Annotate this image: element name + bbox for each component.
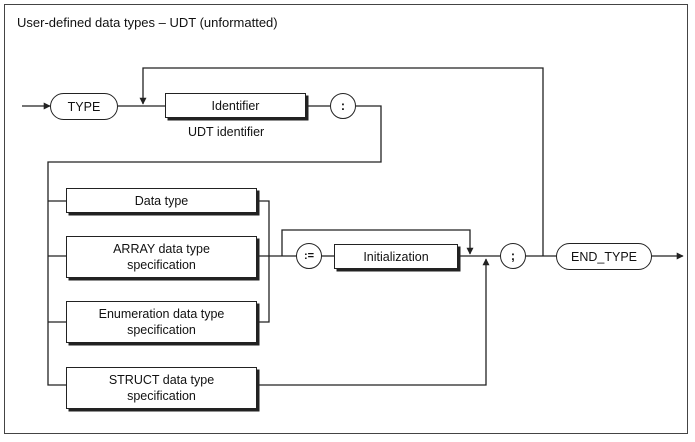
- udt-identifier-label: UDT identifier: [188, 125, 265, 139]
- type-keyword: TYPE: [50, 93, 118, 120]
- colon-to-alternatives-line: [47, 105, 382, 386]
- alternatives-collector-line: [257, 200, 270, 323]
- initialization-bypass-line: [281, 229, 474, 256]
- repeat-loop-line: [139, 67, 544, 256]
- enumeration-spec-box: Enumeration data type specification: [66, 301, 257, 343]
- array-spec-box: ARRAY data type specification: [66, 236, 257, 278]
- data-type-box: Data type: [66, 188, 257, 213]
- end-type-keyword: END_TYPE: [556, 243, 652, 270]
- colon-symbol: :: [330, 93, 356, 119]
- diagram-frame: [4, 4, 688, 434]
- semicolon-symbol: ;: [500, 243, 526, 269]
- struct-spec-box: STRUCT data type specification: [66, 367, 257, 409]
- diagram-title: User-defined data types – UDT (unformatt…: [17, 15, 278, 30]
- identifier-box: Identifier: [165, 93, 306, 118]
- assign-symbol: :=: [296, 243, 322, 269]
- struct-route-line: [257, 258, 490, 386]
- initialization-box: Initialization: [334, 244, 458, 269]
